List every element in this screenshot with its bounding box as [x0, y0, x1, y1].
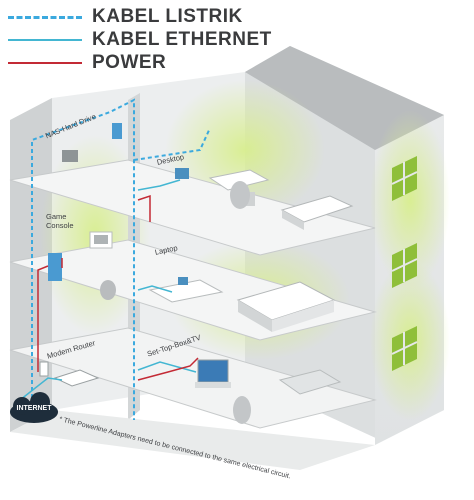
monitor-icon	[175, 168, 189, 179]
tv-stand	[48, 231, 113, 281]
power-cable	[37, 265, 49, 372]
legend-item-ethernet-cable: KABEL ETHERNET	[0, 29, 300, 51]
ethernet-cable	[137, 361, 197, 373]
game-console-icon	[48, 253, 62, 281]
powerline-adapter-icon	[112, 123, 122, 139]
electric-cable	[31, 98, 135, 420]
ground-floor	[10, 410, 375, 470]
internet-cloud	[10, 392, 58, 423]
power-cable	[137, 357, 199, 381]
powerline-adapter-icon	[39, 361, 49, 377]
modem-router-icon	[53, 369, 100, 387]
room-label-game-console: Game Console	[46, 212, 74, 230]
person-desktop	[230, 181, 250, 209]
desk	[175, 168, 270, 206]
ethernet-cable	[19, 377, 63, 401]
bed	[280, 195, 354, 230]
legend-item-power: POWER	[0, 52, 300, 74]
power-line-swatch	[8, 62, 82, 64]
sofa	[278, 369, 342, 395]
legend-label: KABEL LISTRIK	[92, 6, 243, 27]
floor-slab-lower	[9, 327, 377, 429]
big-bed	[236, 281, 336, 332]
internet-label: INTERNET	[16, 405, 52, 412]
window	[391, 156, 418, 201]
laptop-icon	[178, 277, 188, 285]
legend-label: POWER	[92, 52, 167, 73]
laptop-desk	[148, 277, 224, 303]
ethernet-cable	[137, 285, 173, 293]
window	[391, 243, 418, 288]
window	[391, 326, 418, 371]
light-glow	[370, 110, 450, 290]
electric-cable	[133, 127, 211, 161]
ethernet-line-swatch	[8, 39, 82, 41]
floor-slab-upper	[9, 159, 376, 256]
power-cable	[137, 194, 151, 222]
legend-label: KABEL ETHERNET	[92, 29, 272, 50]
dashed-line-swatch	[8, 16, 82, 19]
ethernet-cable	[137, 179, 181, 191]
nas-device-icon	[62, 150, 78, 162]
legend-item-electric-cable: KABEL LISTRIK	[0, 6, 300, 28]
person-gaming	[100, 280, 116, 300]
tv	[195, 359, 231, 388]
person-jumping	[233, 396, 251, 424]
legend: KABEL LISTRIK KABEL ETHERNET POWER	[0, 0, 300, 80]
